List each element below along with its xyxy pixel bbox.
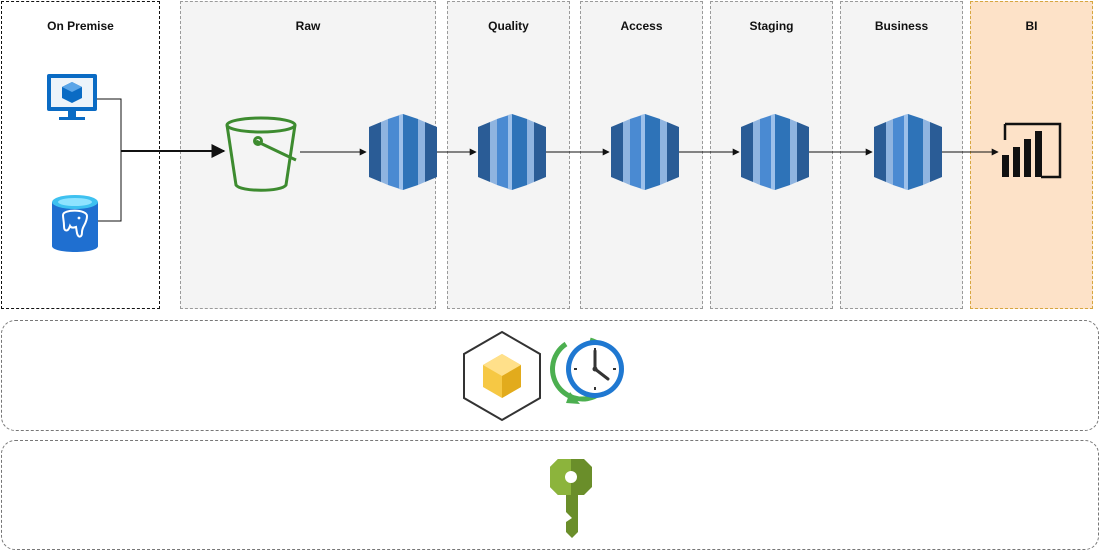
- redshift-icon: [369, 114, 437, 190]
- postgresql-database-icon: [52, 195, 98, 252]
- connectors: [96, 98, 999, 222]
- scheduler-clock-icon: [550, 337, 624, 404]
- zone-title-raw: Raw: [295, 19, 321, 33]
- power-bi-icon: [1002, 122, 1062, 179]
- zone-title-quality: Quality: [488, 19, 529, 33]
- kms-key-icon: [550, 459, 592, 538]
- zone-title-business: Business: [874, 19, 929, 33]
- zone-bi: BI: [970, 1, 1093, 309]
- connector-db: [96, 151, 122, 222]
- orchestration-band: [1, 320, 1099, 431]
- workflow-cube-icon: [463, 330, 541, 422]
- zone-on-premise: On Premise: [1, 1, 160, 309]
- redshift-icon: [741, 114, 809, 190]
- security-band: [1, 440, 1099, 550]
- s3-bucket-icon: [225, 116, 297, 192]
- zone-title-access: Access: [620, 19, 663, 33]
- zone-title-bi: BI: [1025, 19, 1038, 33]
- zone-title-on-premise: On Premise: [47, 19, 114, 33]
- redshift-icon: [611, 114, 679, 190]
- connector-vm: [96, 98, 122, 151]
- zone-title-staging: Staging: [749, 19, 794, 33]
- virtual-machine-icon: [47, 74, 97, 120]
- redshift-icon: [874, 114, 942, 190]
- redshift-icon: [478, 114, 546, 190]
